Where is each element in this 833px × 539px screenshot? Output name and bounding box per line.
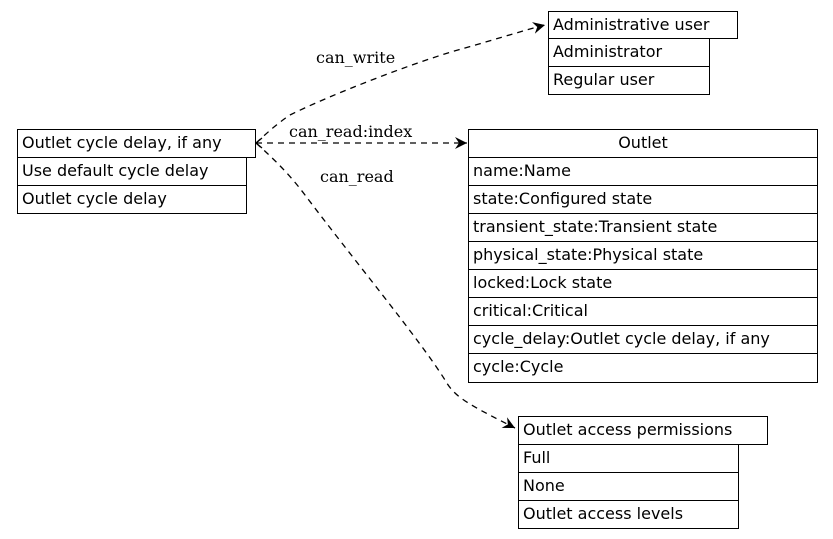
node-row: physical_state:Physical state — [468, 241, 818, 270]
node-title: Outlet cycle delay, if any — [17, 129, 256, 158]
edge-label-can-read-index: can_read:index — [289, 122, 413, 141]
node-title: Administrative user — [548, 11, 738, 39]
node-row: transient_state:Transient state — [468, 213, 818, 242]
node-row: critical:Critical — [468, 297, 818, 326]
edge-can-write — [255, 22, 546, 144]
edge-can-read — [255, 142, 516, 429]
node-title: Outlet access permissions — [518, 416, 768, 445]
node-row: name:Name — [468, 157, 818, 186]
node-row: Administrator — [548, 38, 710, 67]
node-row: locked:Lock state — [468, 269, 818, 298]
edge-label-can-read: can_read — [320, 167, 394, 186]
node-row: Outlet access levels — [518, 500, 739, 529]
node-row: Outlet cycle delay — [17, 185, 247, 214]
edge-label-can-write: can_write — [316, 48, 396, 67]
node-row: cycle_delay:Outlet cycle delay, if any — [468, 325, 818, 354]
node-row: state:Configured state — [468, 185, 818, 214]
node-row: None — [518, 472, 739, 501]
edge-origin-tick — [254, 137, 263, 149]
node-row: Use default cycle delay — [17, 157, 247, 186]
node-title: Outlet — [468, 129, 818, 158]
node-row: cycle:Cycle — [468, 353, 818, 383]
node-row: Full — [518, 444, 739, 473]
node-row: Regular user — [548, 66, 710, 95]
